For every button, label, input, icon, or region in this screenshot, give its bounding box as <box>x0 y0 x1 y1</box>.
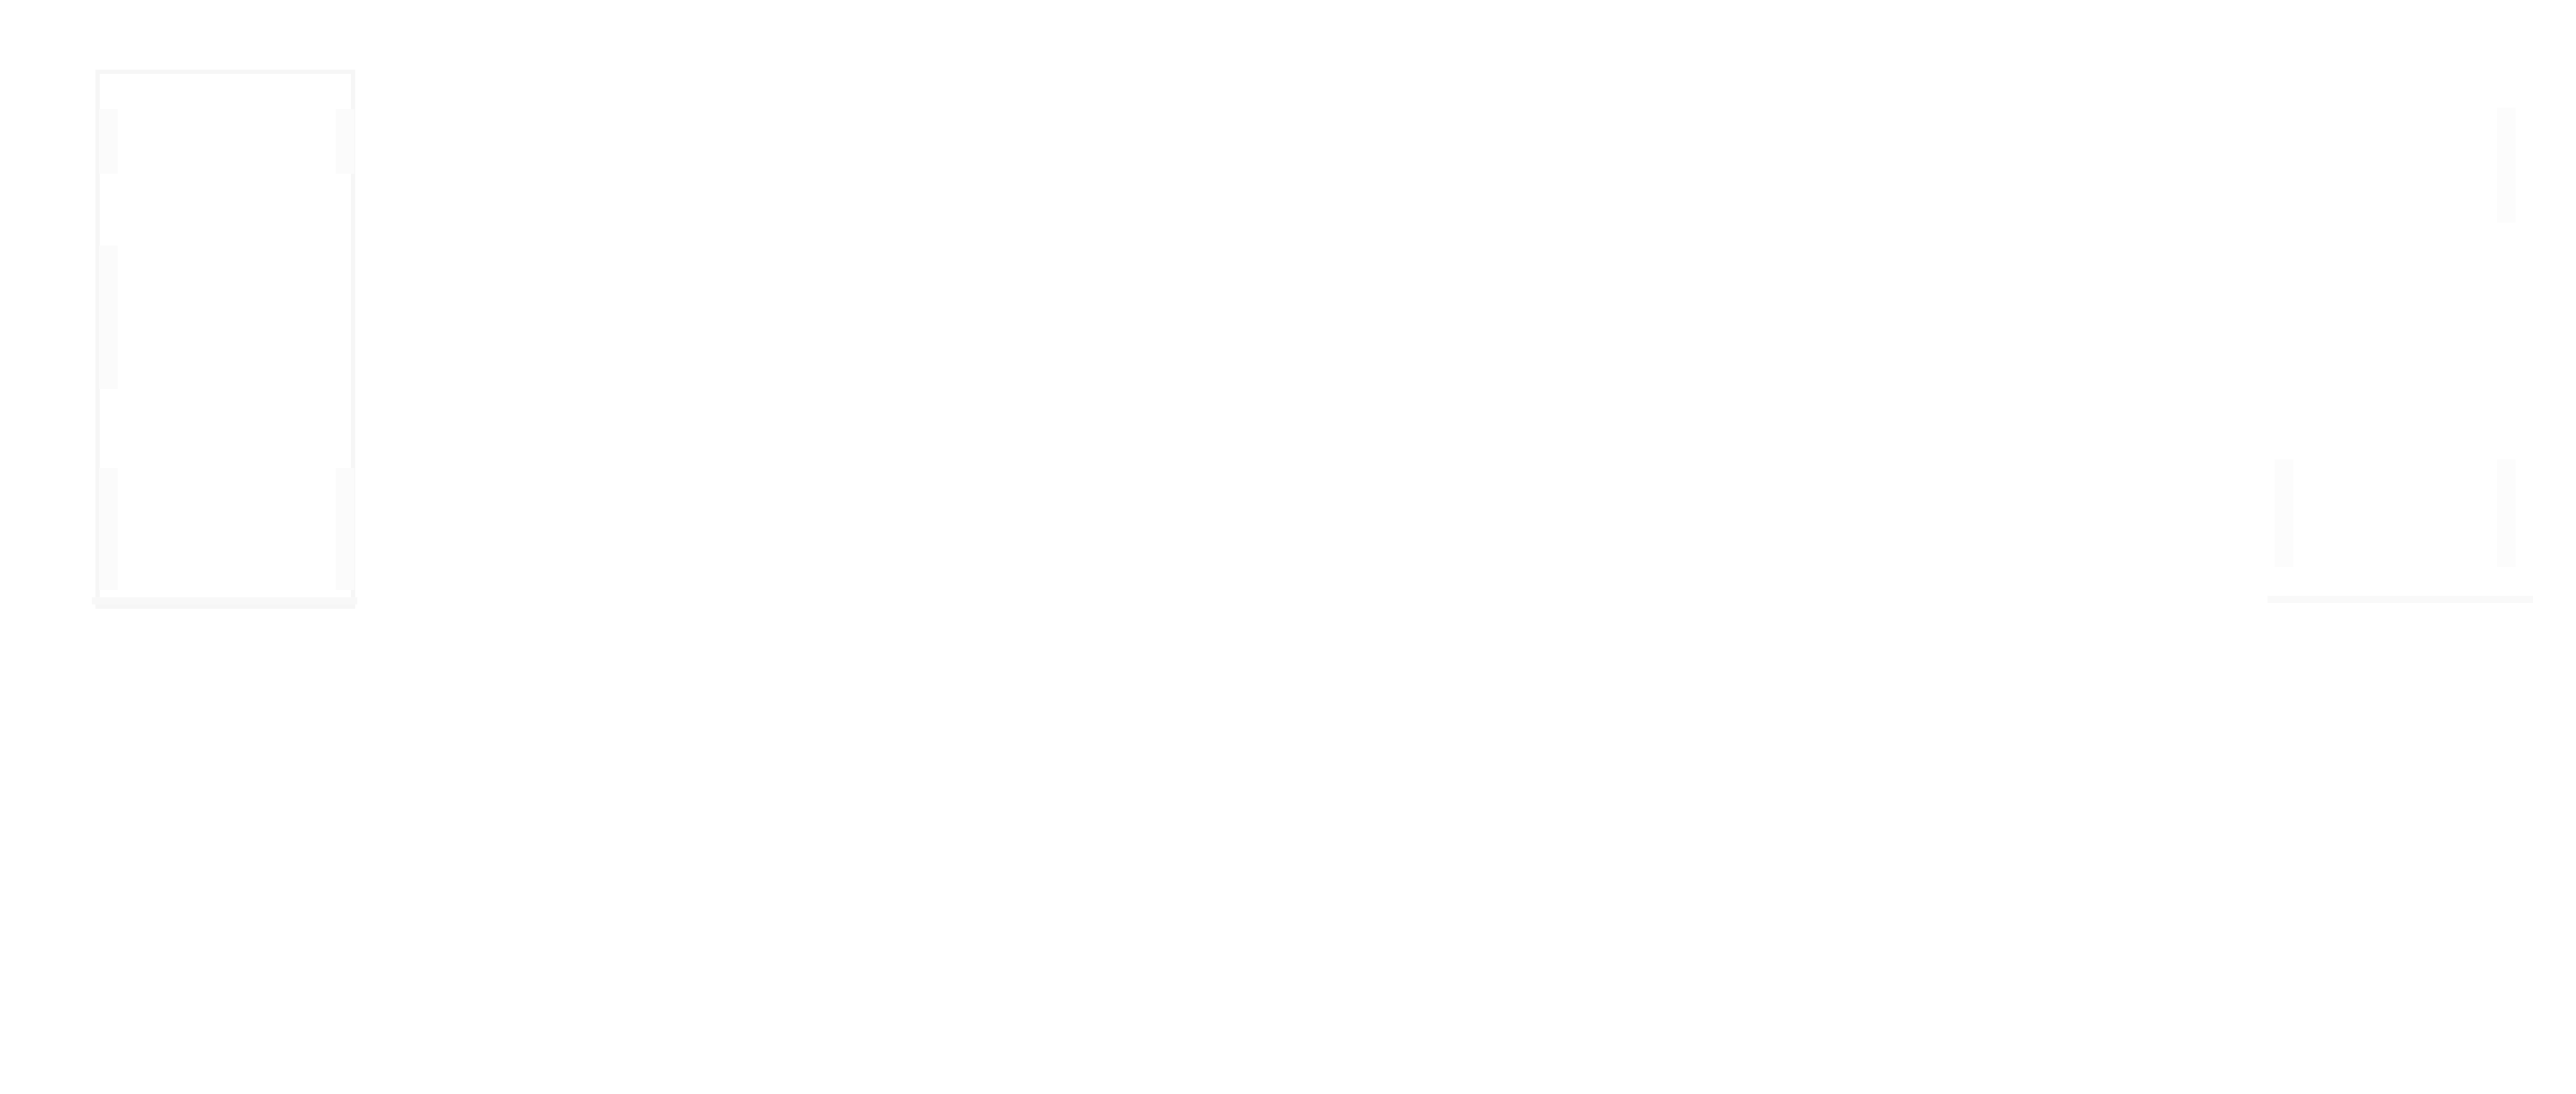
faint-frame-icon <box>2267 108 2533 603</box>
faint-panel-right <box>2267 100 2540 617</box>
faint-panel-left <box>92 66 365 619</box>
faint-frame-icon <box>92 70 357 609</box>
empty-content-area <box>402 86 2239 1019</box>
